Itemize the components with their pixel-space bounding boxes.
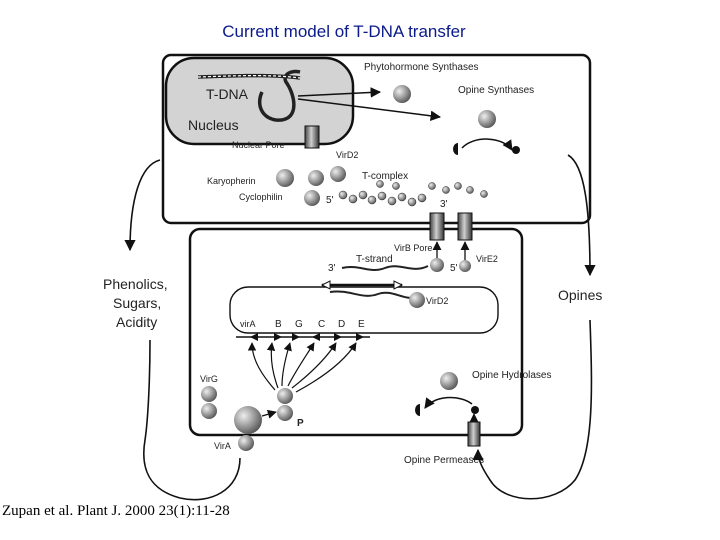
virg-phospho-1 [277, 388, 293, 404]
t-complex-5prime: 5' [326, 195, 334, 206]
vire2-protein [459, 260, 471, 272]
virg-phospho-2 [277, 405, 293, 421]
opine-synthase-protein [478, 110, 496, 128]
karyopherin-protein [276, 169, 294, 187]
t-complex-beads [338, 180, 488, 207]
page-title: Current model of T-DNA transfer [222, 22, 466, 41]
activation-arrows [247, 342, 357, 393]
cyclophilin-protein [304, 190, 320, 206]
vird2-protein-plasmid [409, 292, 425, 308]
opine-hydrolases-label: Opine Hydrolases [472, 370, 551, 381]
nucleus-label: Nucleus [188, 117, 239, 133]
opine-hydrolase-protein [440, 372, 458, 390]
gene-c: C [318, 319, 325, 330]
nuclear-pore-label: Nuclear Pore [232, 140, 285, 150]
t-strand-3prime: 3' [328, 263, 336, 274]
vira-protein-small [238, 435, 254, 451]
phytohormone-synthases-label: Phytohormone Synthases [364, 62, 479, 73]
virb-pore-label: VirB Pore [394, 243, 432, 253]
opines-label: Opines [558, 287, 602, 303]
opine-in-bacterium [471, 406, 479, 414]
opine-product [512, 146, 520, 154]
phytohormone-synthase-protein [393, 85, 411, 103]
bacterium-box [188, 227, 524, 437]
opine-loop-right-bottom [472, 319, 593, 500]
gene-g: G [295, 319, 303, 330]
acidity-label: Acidity [116, 314, 157, 330]
cyclophilin-label: Cyclophilin [239, 192, 283, 202]
karyopherin-protein-2 [308, 170, 324, 186]
gene-vira: virA [240, 319, 256, 329]
opine-degraded [415, 404, 420, 416]
t-strand [341, 265, 429, 271]
t-complex-label: T-complex [362, 171, 408, 182]
opine-loop-right [567, 154, 596, 277]
vira-protein-large [234, 406, 262, 434]
virg-protein-2 [201, 403, 217, 419]
tdna-label: T-DNA [206, 86, 249, 102]
t-strand-label: T-strand [356, 254, 393, 265]
signal-loop-left-bottom [143, 339, 241, 501]
vira-label: VirA [214, 441, 231, 451]
virb-pore-2 [457, 212, 473, 241]
arrow-to-opine-synthases [297, 98, 442, 122]
gene-e: E [358, 319, 365, 330]
gene-d: D [338, 319, 345, 330]
gene-b: B [275, 319, 282, 330]
virg-protein-1 [201, 386, 217, 402]
nuclear-pore [304, 125, 320, 149]
vire2-label: VirE2 [476, 254, 498, 264]
t-complex-3prime: 3' [440, 199, 448, 210]
arrow-to-phytohormone [297, 87, 382, 98]
vird2-protein-top [330, 166, 346, 182]
vird2-protein-pore [430, 258, 444, 272]
opine-synthases-label: Opine Synthases [458, 85, 534, 96]
phospho-label: P [297, 418, 304, 429]
virg-label: VirG [200, 374, 218, 384]
t-strand-5prime: 5' [450, 263, 458, 274]
citation: Zupan et al. Plant J. 2000 23(1):11-28 [2, 503, 230, 519]
vird2-top-label: VirD2 [336, 150, 358, 160]
opine-permeases-label: Opine Permeases [404, 455, 484, 466]
signal-loop-left [124, 159, 161, 252]
opine-precursor [453, 143, 458, 155]
virb-pore-1 [429, 212, 445, 241]
ti-plasmid [229, 286, 499, 334]
vird2-plasmid-label: VirD2 [426, 296, 448, 306]
sugars-label: Sugars, [113, 295, 161, 311]
phenolics-label: Phenolics, [103, 276, 168, 292]
karyopherin-label: Karyopherin [207, 176, 256, 186]
opine-permease [467, 421, 481, 447]
